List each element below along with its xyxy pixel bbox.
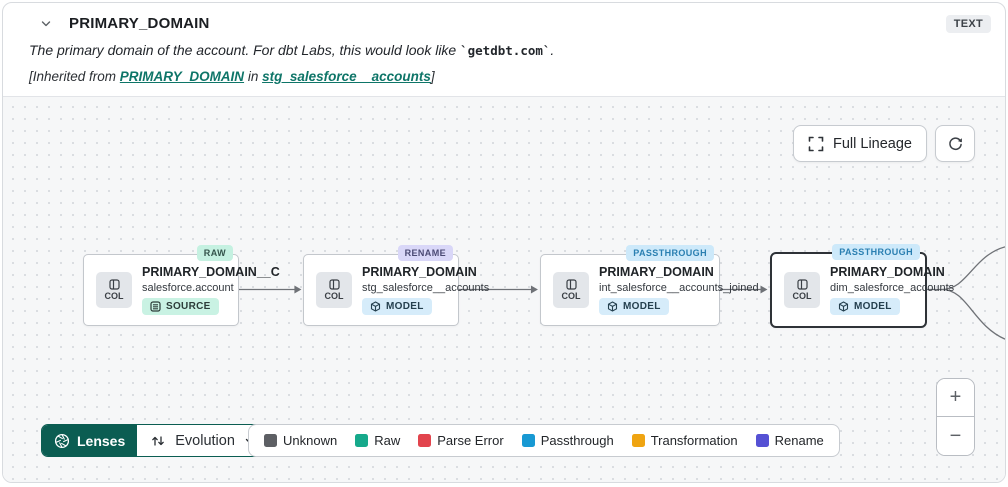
refresh-button[interactable] (935, 125, 975, 162)
legend-swatch (755, 434, 769, 447)
resource-type-badge: MODEL (362, 298, 432, 315)
column-description: The primary domain of the account. For d… (29, 42, 555, 58)
lineage-node-dim-selected[interactable]: PASSTHROUGH COL PRIMARY_DOMAIN dim_sales… (770, 244, 954, 328)
legend-swatch (631, 434, 645, 447)
evolution-tag: RAW (196, 245, 233, 261)
legend-item: Rename (755, 433, 824, 448)
lenses-button[interactable]: Lenses (42, 425, 138, 456)
column-icon (108, 279, 120, 290)
node-model-name: stg_salesforce__accounts (362, 282, 490, 294)
zoom-in-button[interactable]: + (937, 379, 974, 417)
legend-item: Parse Error (418, 433, 504, 448)
node-column-name: PRIMARY_DOMAIN (362, 265, 477, 279)
legend-swatch (418, 434, 432, 447)
model-icon (370, 301, 381, 312)
collapse-chevron-icon[interactable] (39, 17, 53, 31)
resource-type-badge: MODEL (599, 298, 669, 315)
inline-code: `getdbt.com` (460, 43, 551, 58)
column-name-title: PRIMARY_DOMAIN (69, 15, 210, 32)
legend-item: Raw (355, 433, 400, 448)
source-icon (150, 301, 161, 312)
inherited-model-link[interactable]: stg_salesforce__accounts (262, 69, 431, 84)
column-icon (328, 279, 340, 290)
evolution-tag: PASSTHROUGH (626, 245, 714, 261)
selected-lens-label: Evolution (175, 432, 235, 449)
zoom-controls: + − (936, 378, 975, 456)
inherited-column-link[interactable]: PRIMARY_DOMAIN (119, 69, 245, 84)
column-icon (796, 279, 808, 290)
column-header: PRIMARY_DOMAIN TEXT The primary domain o… (3, 3, 1005, 94)
full-lineage-label: Full Lineage (833, 135, 912, 152)
lens-selector-dropdown[interactable]: Evolution (137, 425, 269, 456)
lineage-node-source[interactable]: RAW COL PRIMARY_DOMAIN__C salesforce.acc… (83, 245, 280, 326)
evolution-tag: PASSTHROUGH (832, 244, 920, 260)
lineage-edges (238, 246, 1005, 340)
inherited-note: [Inherited from PRIMARY_DOMAIN in stg_sa… (29, 69, 435, 84)
legend-swatch (521, 434, 535, 447)
zoom-out-button[interactable]: − (937, 417, 974, 455)
resource-type-badge: SOURCE (142, 298, 219, 315)
node-column-name: PRIMARY_DOMAIN (599, 265, 714, 279)
node-model-name: salesforce.account (142, 282, 234, 294)
evolution-icon (152, 435, 165, 446)
column-type-badge: COL (316, 272, 352, 308)
model-icon (838, 301, 849, 312)
legend-item: Passthrough (521, 433, 614, 448)
expand-icon (808, 136, 824, 151)
column-icon (565, 279, 577, 290)
lineage-node-intermediate[interactable]: PASSTHROUGH COL PRIMARY_DOMAIN int_sales… (540, 245, 759, 326)
lenses-label: Lenses (77, 432, 126, 449)
legend-item: Unknown (264, 433, 337, 448)
node-column-name: PRIMARY_DOMAIN (830, 265, 945, 279)
legend-swatch (264, 434, 277, 447)
evolution-legend: Unknown Raw Parse Error Passthrough Tran… (248, 424, 840, 457)
lineage-node-staging[interactable]: RENAME COL PRIMARY_DOMAIN stg_salesforce… (303, 245, 489, 326)
full-lineage-button[interactable]: Full Lineage (793, 125, 927, 162)
column-type-badge: COL (784, 272, 820, 308)
node-model-name: dim_salesforce_accounts (830, 282, 955, 294)
lineage-canvas[interactable]: Full Lineage RAW COL PRIMARY_DOMAIN__C s… (3, 96, 1005, 482)
legend-item: Transformation (631, 433, 738, 448)
node-model-name: int_salesforce__accounts_joined (599, 282, 759, 294)
evolution-tag: RENAME (397, 245, 453, 261)
resource-type-badge: MODEL (830, 298, 900, 315)
legend-swatch (355, 434, 369, 447)
column-type-badge: COL (96, 272, 132, 308)
lenses-toolbar: Lenses Evolution (41, 424, 270, 457)
refresh-icon (948, 137, 962, 151)
lens-aperture-icon (54, 433, 70, 448)
model-icon (607, 301, 618, 312)
node-column-name: PRIMARY_DOMAIN__C (142, 265, 280, 279)
column-type-badge: COL (553, 272, 589, 308)
data-type-badge: TEXT (945, 15, 991, 33)
